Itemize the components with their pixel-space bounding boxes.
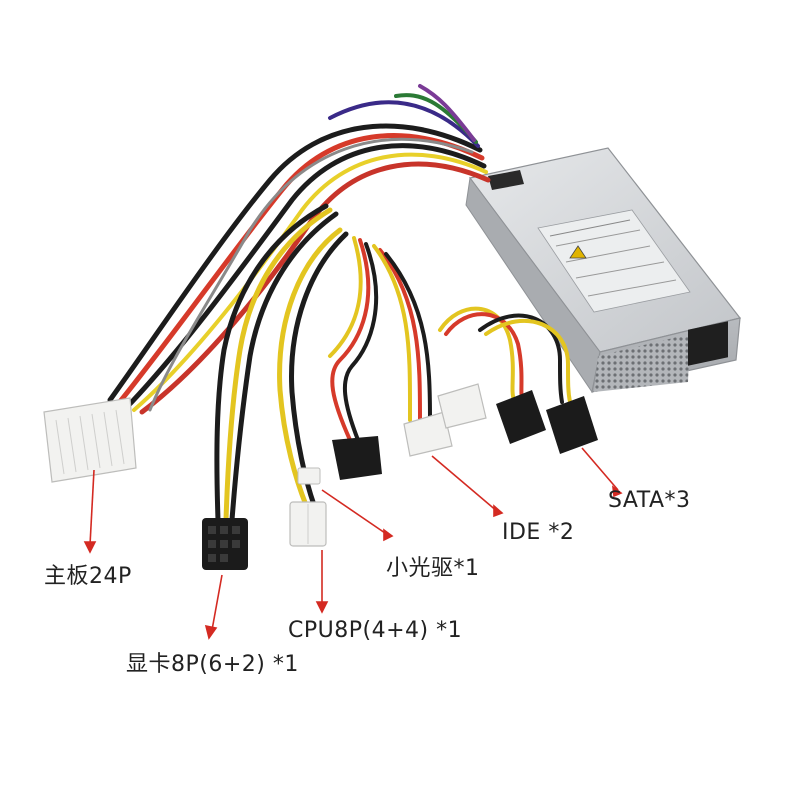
label-motherboard-24p: 主板24P [44, 564, 132, 589]
connector-floppy [297, 467, 321, 485]
connector-cpu-8pin [289, 501, 327, 547]
label-ide: IDE *2 [502, 520, 575, 545]
connector-gpu-8pin [202, 518, 248, 570]
label-sata: SATA*3 [608, 488, 691, 513]
annotation-arrows [83, 447, 623, 640]
label-gpu-8p: 显卡8P(6+2) *1 [126, 652, 299, 677]
psu-label-sticker [537, 209, 691, 313]
connector-sata-2 [496, 390, 546, 444]
connector-ide-1 [403, 411, 453, 457]
connector-sata-1 [332, 436, 382, 480]
label-cpu-8p: CPU8P(4+4) *1 [288, 618, 463, 643]
connector-sata-3 [546, 396, 598, 454]
cable-bundle [107, 84, 572, 523]
connector-24pin [43, 397, 137, 483]
psu-unit [465, 147, 742, 394]
label-floppy: 小光驱*1 [386, 556, 480, 581]
connector-ide-2 [437, 383, 487, 429]
